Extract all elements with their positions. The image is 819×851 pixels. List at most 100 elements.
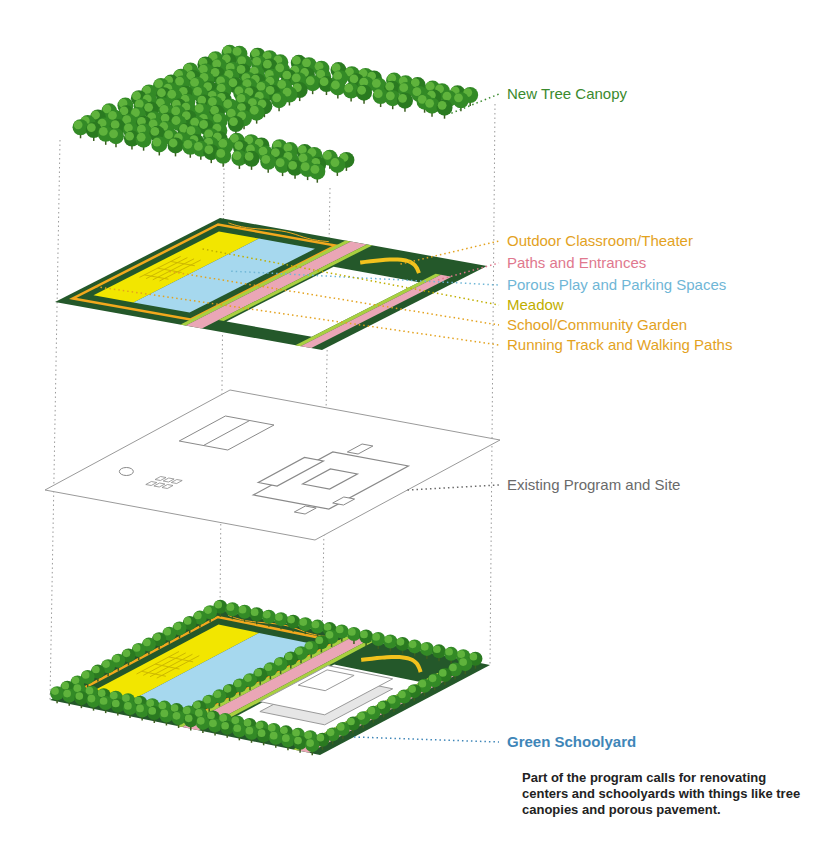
parking-grid [171,480,182,484]
plan-layer [55,218,487,350]
tree-canopy-layer [73,45,479,183]
garden-bed [146,258,187,279]
tree-symbol [111,699,125,716]
layer-label: Paths and Entrances [505,254,648,271]
tree-symbol [250,607,264,624]
leader-line [96,287,499,345]
tree-symbol [50,686,64,703]
garden-bed [159,260,200,281]
tree-symbol [432,644,446,661]
tree-symbol [225,602,239,619]
tree-symbol [269,731,283,748]
tree-symbol [74,691,88,708]
court-line [203,421,249,446]
tree-symbol [151,136,167,155]
tree-symbol [437,100,453,119]
tree-symbol [305,738,319,755]
amphitheater [361,657,420,672]
leader-line [400,241,499,264]
planting-strip [295,274,441,346]
leader-line [354,737,499,742]
parking-grid [162,485,173,489]
building-outline [253,452,408,509]
walking-path [228,223,328,242]
leader-line [231,271,499,285]
tree-symbol [298,617,312,634]
building-area [224,664,421,740]
green-schoolyard-layer [50,600,490,755]
tree-symbol [215,148,231,167]
existing-site-layer [45,390,500,540]
garden-bed [142,671,166,676]
guide-line [490,104,495,665]
tree-symbol [208,718,222,735]
leader-line [169,271,499,325]
tree-symbol [123,701,137,718]
tree-symbol [444,647,458,664]
tree-symbol [356,85,372,104]
label-slot: Meadow [505,296,566,314]
label-slot: Paths and Entrances [505,254,648,272]
entrance-path [301,275,452,348]
leader-line [408,485,500,490]
tree-symbol [262,610,276,627]
caption-slot: Part of the program calls for renovating… [522,770,810,818]
tree-symbol [420,642,434,659]
layer-label: Existing Program and Site [505,476,682,493]
tree-symbol [371,632,385,649]
label-slot: School/Community Garden [505,316,689,334]
roof-box [333,497,355,505]
garden-bed [157,656,200,679]
leader-line [451,94,499,113]
layer-label: Porous Play and Parking Spaces [505,276,728,293]
label-slot: Green Schoolyard [505,733,638,751]
leader-line [203,249,499,305]
tree-symbol [228,116,244,135]
garden-bed [144,275,168,279]
garden-bed [150,654,193,677]
tree-symbol [257,728,271,745]
garden-bed [155,664,179,669]
leader-line [438,263,499,280]
building-block [303,469,358,489]
label-slot: New Tree Canopy [505,85,629,103]
tree-symbol [147,706,161,723]
court-outline [179,416,274,450]
building-block [298,670,354,691]
tree-symbol [87,694,101,711]
tree-symbol [347,627,361,644]
parking-grid [155,477,166,481]
tree-symbol [397,93,413,112]
layer-label: Running Track and Walking Paths [505,336,734,353]
layer-label: Meadow [505,296,566,313]
tree-symbol [184,713,198,730]
tree-symbol [383,634,397,651]
tree-symbol [245,726,259,743]
tree-symbol [260,154,276,173]
tree-symbol [99,696,113,713]
layer-label: School/Community Garden [505,316,689,333]
tree-symbol [238,605,252,622]
site-outline [45,390,500,540]
tree-symbol [196,716,210,733]
tree-symbol [309,164,325,183]
layer-label: Green Schoolyard [505,733,638,750]
tree-symbol [136,132,152,151]
tree-symbol [329,157,345,176]
tree-symbol [244,151,260,170]
site-ground [55,218,487,350]
tree-symbol [108,128,124,147]
site-ground [50,610,490,755]
tree-symbol [271,92,287,111]
tree-symbol [168,137,184,156]
tree-symbol [135,704,149,721]
tree-symbol [62,689,76,706]
tree-symbol [159,708,173,725]
tree-symbol [172,711,186,728]
tree-symbol [293,736,307,753]
tree-symbol [396,637,410,654]
label-slot: Outdoor Classroom/Theater [505,232,695,250]
garden-bed [139,256,180,277]
